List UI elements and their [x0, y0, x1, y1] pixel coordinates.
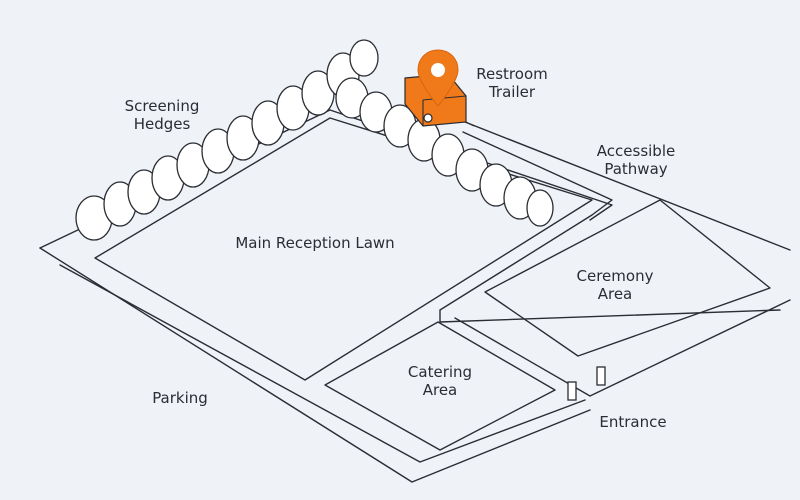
- site-outline: [39, 109, 613, 483]
- map-pin-icon[interactable]: [417, 49, 459, 107]
- parking-label: Parking: [152, 389, 208, 407]
- ceremony-area-label: Ceremony Area: [576, 267, 654, 303]
- entrance-label: Entrance: [599, 413, 667, 431]
- screening-hedges-label: Screening Hedges: [124, 97, 200, 133]
- catering-area-label: Catering Area: [407, 363, 473, 399]
- main-reception-lawn-label: Main Reception Lawn: [235, 234, 395, 252]
- entrance-post-icon: [596, 366, 606, 386]
- main-reception-lawn-area[interactable]: [94, 117, 593, 381]
- restroom-trailer-label: Restroom Trailer: [476, 65, 548, 101]
- accessible-pathway-label: Accessible Pathway: [596, 142, 676, 178]
- entrance-post-icon: [567, 381, 577, 401]
- ceremony-area-zone[interactable]: [484, 199, 771, 357]
- hedge-row-icon: [75, 39, 379, 241]
- accessible-pathway-area[interactable]: [439, 121, 791, 397]
- entrance-posts[interactable]: [567, 366, 606, 401]
- catering-area-zone[interactable]: [324, 321, 556, 451]
- hedge-row-icon: [335, 77, 554, 227]
